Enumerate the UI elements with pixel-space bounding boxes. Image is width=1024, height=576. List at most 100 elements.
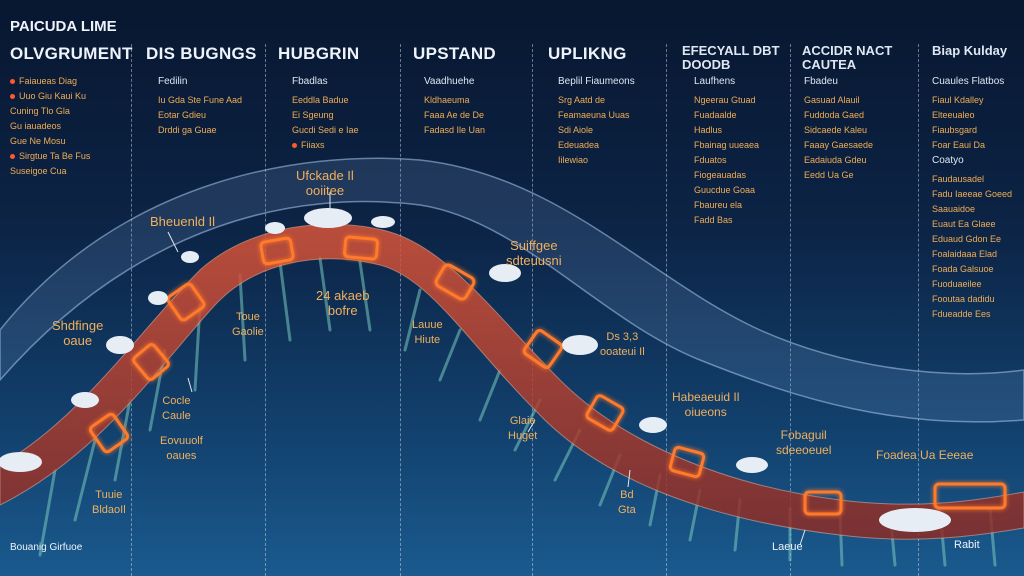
list-item: Fadasd Ile Uan <box>424 125 486 135</box>
column-list-6: Laufhens Ngeerau Gtuad Fuadaalde Hadlus … <box>694 76 759 230</box>
list-item: Fedilin <box>158 76 188 87</box>
list-item: Fadu Iaeeae Goeed <box>932 189 1013 199</box>
zone-label: Toue Gaolie <box>232 311 264 338</box>
list-item: Cuaules Flatbos <box>932 76 1005 87</box>
list-item: Gasuad Alauil <box>804 95 860 105</box>
list-item: Laufhens <box>694 76 736 87</box>
list-item: Fiogeauadas <box>694 170 747 180</box>
list-item: Eotar Gdieu <box>158 110 207 120</box>
list-item: Fuoduaeilee <box>932 279 982 289</box>
list-item: Euaut Ea Glaee <box>932 219 996 229</box>
list-item: Elteeualeo <box>932 110 975 120</box>
column-list-7: Fbadeu Gasuad Alauil Fuddoda Gaed Sidcae… <box>804 76 873 185</box>
list-item: Faudausadel <box>932 174 985 184</box>
column-divider <box>265 44 267 576</box>
column-list-5: Beplil Fiaumeons Srg Aatd de Feamaeuna U… <box>558 76 635 170</box>
list-item: Fbadeu <box>804 76 838 87</box>
list-item: Fbadlas <box>292 76 328 87</box>
list-item: Eadaiuda Gdeu <box>804 155 867 165</box>
list-item: Feamaeuna Uuas <box>558 110 630 120</box>
list-item: Fduatos <box>694 155 727 165</box>
zone-label: Glaie Huget <box>508 415 538 442</box>
footer-label: Bouanig Girfuoe <box>10 542 83 553</box>
clouds <box>0 208 951 532</box>
zone-label: Laeue <box>772 541 803 553</box>
list-item: Gue Ne Mosu <box>10 136 66 146</box>
list-item: Fuddoda Gaed <box>804 110 865 120</box>
list-item: Eduaud Gdon Ee <box>932 234 1002 244</box>
zone-label: Suiffgee sdteuusni <box>506 238 562 268</box>
list-item: Beplil Fiaumeons <box>558 76 635 87</box>
zone-label: Lauue Hiute <box>412 319 443 346</box>
header-col-1: OLVGRUMENT <box>10 44 133 63</box>
list-item: Faaay Gaesaede <box>804 140 874 150</box>
list-item: Eedd Ua Ge <box>804 170 854 180</box>
list-item: Fiiaxs <box>301 140 325 150</box>
zone-label: Eovuuolf oaues <box>160 435 203 462</box>
list-item: Guucdue Goaa <box>694 185 756 195</box>
zone-label: Rabit <box>954 539 980 551</box>
page-title: PAICUDA LIME <box>10 18 117 35</box>
header-col-8: Biap Kulday <box>932 43 1008 58</box>
column-divider <box>131 44 133 576</box>
zone-label: Ds 3,3 ooateui Il <box>600 331 645 358</box>
list-item: Faaa Ae de De <box>424 110 485 120</box>
header-col-3: HUBGRIN <box>278 44 360 63</box>
list-item: Kldhaeuma <box>424 95 470 105</box>
list-item: Sdi Aiole <box>558 125 594 135</box>
list-item: Edeuadea <box>558 140 600 150</box>
list-item: Fadd Bas <box>694 215 733 225</box>
zone-label: Foadea Ua Eeeae <box>876 448 974 462</box>
list-item: Ngeerau Gtuad <box>694 95 756 105</box>
column-divider <box>666 44 668 576</box>
zone-label: Bd Gta <box>618 489 636 516</box>
header-col-7: ACCIDR NACT CAUTEA <box>802 43 893 72</box>
list-item: Eeddla Badue <box>292 95 349 105</box>
list-item: Gu iauadeos <box>10 121 62 131</box>
column-divider <box>790 44 792 576</box>
list-item: Ei Sgeung <box>292 110 334 120</box>
zone-label: Shdfinge oaue <box>52 318 104 348</box>
column-divider <box>400 44 402 576</box>
bullet-icon <box>10 79 15 85</box>
header-col-4: UPSTAND <box>413 44 497 63</box>
column-list-2: Fedilin Iu Gda Ste Fune Aad Eotar Gdieu … <box>158 76 242 140</box>
list-item: Gucdi Sedi e Iae <box>292 125 359 135</box>
column-list-8: Cuaules Flatbos Fiaul Kdalley Elteeualeo… <box>932 76 1012 324</box>
leader-lines <box>167 192 806 546</box>
list-item: Sirgtue Ta Be Fus <box>19 151 91 161</box>
list-item: Vaadhuehe <box>424 76 475 87</box>
bullet-icon <box>10 154 15 160</box>
zone-label: Tuuie BldaoIl <box>92 489 126 516</box>
list-item: Iilewiao <box>558 155 589 165</box>
list-item: Suseigoe Cua <box>10 166 67 176</box>
column-divider <box>532 44 534 576</box>
list-item: Sidcaede Kaleu <box>804 125 868 135</box>
list-item: Srg Aatd de <box>558 95 606 105</box>
list-item: Fooutaa dadidu <box>932 294 995 304</box>
list-item: Fbainag uueaea <box>694 140 760 150</box>
list-item: Hadlus <box>694 125 723 135</box>
column-divider <box>918 44 920 576</box>
list-item: Fiaul Kdalley <box>932 95 984 105</box>
column-list-4: Vaadhuehe Kldhaeuma Faaa Ae de De Fadasd… <box>424 76 485 140</box>
column-list-3: Fbadlas Eeddla Badue Ei Sgeung Gucdi Sed… <box>292 76 359 155</box>
glyph-blocks <box>88 235 1007 516</box>
list-item: Faiaueas Diag <box>19 76 78 86</box>
zone-label: 24 akaeb bofre <box>316 288 370 318</box>
list-item: Fdueadde Ees <box>932 309 991 319</box>
column-list-1: Faiaueas Diag Uuo Giu Kaui Ku Cuning Tlo… <box>10 76 90 181</box>
header-col-6: EFECYALL DBT DOODB <box>682 43 780 72</box>
list-item: Fuadaalde <box>694 110 737 120</box>
list-item: Fiaubsgard <box>932 125 978 135</box>
zone-label: Habeaeuid Il oiueons <box>672 390 740 419</box>
zone-label: Fobaguil sdeeoeuel <box>776 428 832 457</box>
list-item: Drddi ga Guae <box>158 125 217 135</box>
list-item: Iu Gda Ste Fune Aad <box>158 95 243 105</box>
list-item: Fbaureu ela <box>694 200 743 210</box>
header-col-5: UPLIKNG <box>548 44 627 63</box>
bullet-icon <box>10 94 15 100</box>
list-item: Uuo Giu Kaui Ku <box>19 91 87 101</box>
list-item: Foada Galsuoe <box>932 264 994 274</box>
